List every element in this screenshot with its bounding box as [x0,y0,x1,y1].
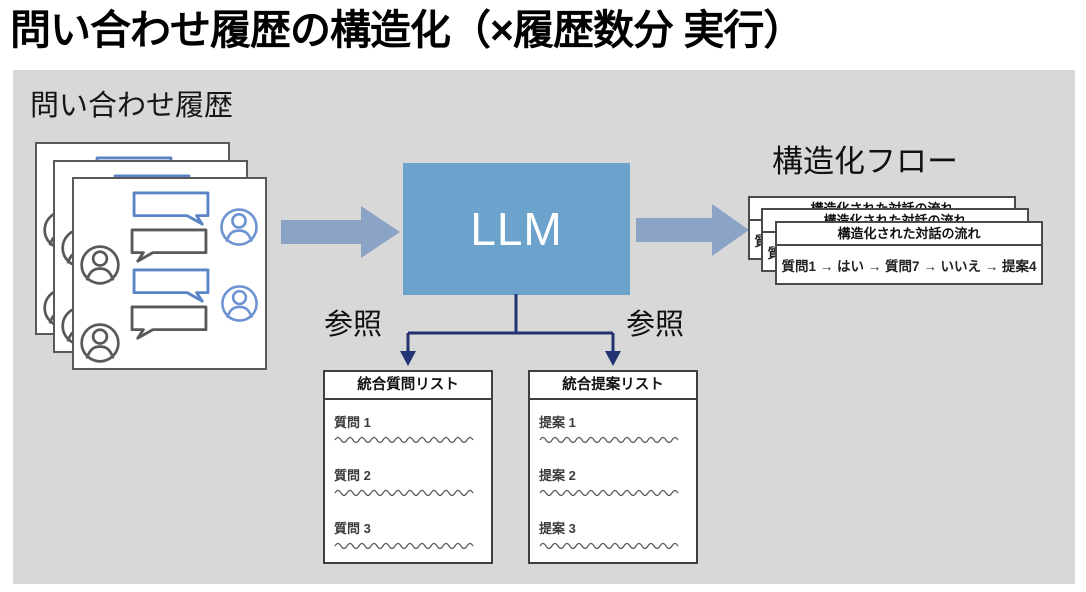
reference-connector-lines [400,294,621,366]
question-list-header: 統合質問リスト [325,372,491,400]
proposal-list-header: 統合提案リスト [530,372,696,400]
flow-card-sequence: 質問1 → はい → 質問7 → いいえ → 提案4 [781,258,1037,274]
proposal-item-label: 提案 1 [539,415,576,430]
squiggle-line [539,488,687,496]
squiggle-line [334,488,482,496]
flow-card-stack: 構造化された対話の流れ 質問1 → はい → 質問7 → いいえ → 提案4 構… [748,196,1058,296]
chat-bubble-gray-icon [130,228,208,263]
integrated-question-list: 統合質問リスト 質問 1 質問 2 質問 3 [323,370,493,564]
reference-label-left: 参照 [324,309,383,341]
question-list-body: 質問 1 質問 2 質問 3 [325,400,491,549]
question-item-label: 質問 2 [334,468,371,483]
arrow-down-icon [605,351,621,366]
list-item: 質問 1 [334,412,482,443]
squiggle-line [539,541,687,549]
list-item: 提案 1 [539,412,687,443]
question-item-label: 質問 1 [334,415,371,430]
chat-bubble-blue-icon [132,191,210,226]
chat-bubble-gray-icon [130,305,208,340]
list-item: 提案 3 [539,518,687,549]
squiggle-line [334,435,482,443]
arrow-down-icon [400,351,416,366]
squiggle-line [539,435,687,443]
user-avatar-gray-icon [80,245,120,285]
page-title: 問い合わせ履歴の構造化（×履歴数分 実行） [10,7,804,53]
flow-card-header: 構造化された対話の流れ [777,223,1041,246]
squiggle-line [334,541,482,549]
user-avatar-blue-icon [221,285,258,322]
proposal-item-label: 提案 2 [539,468,576,483]
integrated-proposal-list: 統合提案リスト 提案 1 提案 2 提案 3 [528,370,698,564]
list-item: 質問 2 [334,465,482,496]
proposal-item-label: 提案 3 [539,521,576,536]
structured-flow-label: 構造化フロー [772,144,958,179]
chat-history-card [72,177,267,370]
user-avatar-gray-icon [80,323,120,363]
user-avatar-blue-icon [220,208,258,246]
reference-label-right: 参照 [626,309,685,341]
chat-bubble-blue-icon [132,268,210,303]
question-item-label: 質問 3 [334,521,371,536]
list-item: 質問 3 [334,518,482,549]
llm-label: LLM [470,203,563,255]
llm-box: LLM [403,163,630,295]
arrow-right-icon [636,204,749,256]
proposal-list-body: 提案 1 提案 2 提案 3 [530,400,696,549]
inquiry-card-stack [35,142,275,374]
list-item: 提案 2 [539,465,687,496]
flow-card: 構造化された対話の流れ 質問1 → はい → 質問7 → いいえ → 提案4 [775,221,1043,285]
inquiry-history-label: 問い合わせ履歴 [30,90,234,122]
arrow-right-icon [281,206,400,258]
